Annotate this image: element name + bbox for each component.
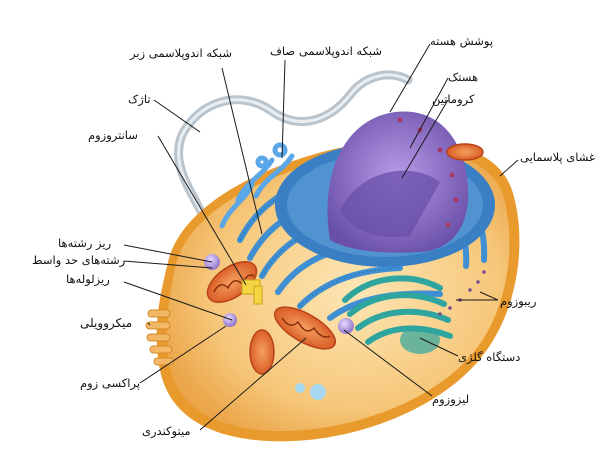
- label-flagellum: تاژک: [128, 92, 151, 106]
- label-nucleolus: هستک: [448, 70, 479, 84]
- label-centrosome: سانتروزوم: [88, 128, 138, 142]
- label-plasma-membrane: غشای پلاسمایی: [520, 150, 596, 164]
- label-chromatin: کروماتین: [432, 92, 475, 106]
- label-nuclear-envelope: پوشش هسته: [430, 34, 494, 48]
- golgi-apparatus: [342, 275, 453, 345]
- nucleolus: [340, 170, 440, 237]
- centrosome: [241, 279, 263, 305]
- mitochondria: [206, 143, 484, 375]
- label-lysosome: لیزوزوم: [432, 392, 470, 406]
- leader-lines: [123, 43, 519, 431]
- label-golgi: دستگاه گلژی: [458, 350, 521, 364]
- label-smooth-er: شبکه اندوپلاسمی صاف: [270, 44, 383, 58]
- label-rough-er: شبکه اندوپلاسمی زبر: [130, 46, 232, 60]
- label-mitochondrion: میتوکندری: [142, 424, 191, 438]
- ribosomes: [438, 270, 486, 316]
- smooth-er: [219, 142, 295, 229]
- label-peroxisome: پراکسی زوم: [80, 376, 140, 390]
- label-microtubules: ریزلوله‌ها: [66, 272, 110, 286]
- label-ribosome: ریبوزوم: [500, 294, 537, 308]
- label-intermediate-filaments: رشته‌های حد واسط: [32, 253, 126, 267]
- label-microfilaments: ریز رشته‌ها: [58, 236, 112, 250]
- label-microvilli: میکروویلی: [80, 316, 133, 330]
- microvilli: [145, 309, 175, 366]
